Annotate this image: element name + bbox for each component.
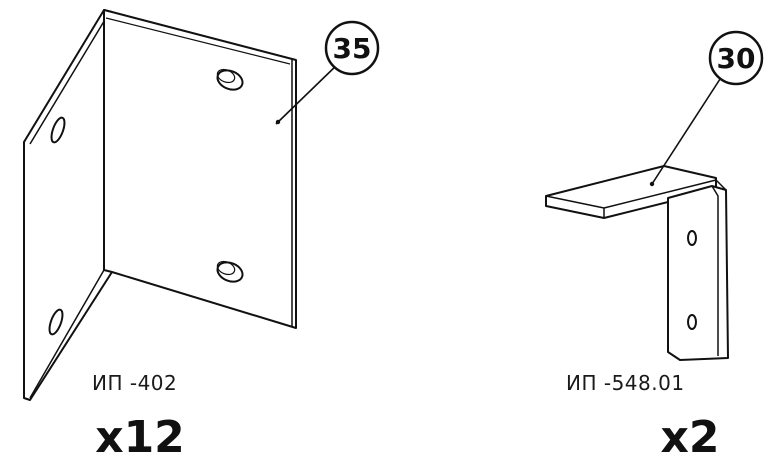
callout-number-30: 30 [717,42,756,75]
quantity-x12: x12 [95,412,185,459]
callout-30: 30 [649,30,764,187]
callout-35: 35 [275,20,380,125]
bracket-ip-548-01 [545,165,729,361]
part-code-ip-402: ИП -402 [92,371,177,395]
part-code-ip-548-01: ИП -548.01 [566,371,685,395]
quantity-x2: x2 [661,412,720,459]
callout-number-35: 35 [333,32,372,65]
bracket-ip-402 [23,9,297,401]
